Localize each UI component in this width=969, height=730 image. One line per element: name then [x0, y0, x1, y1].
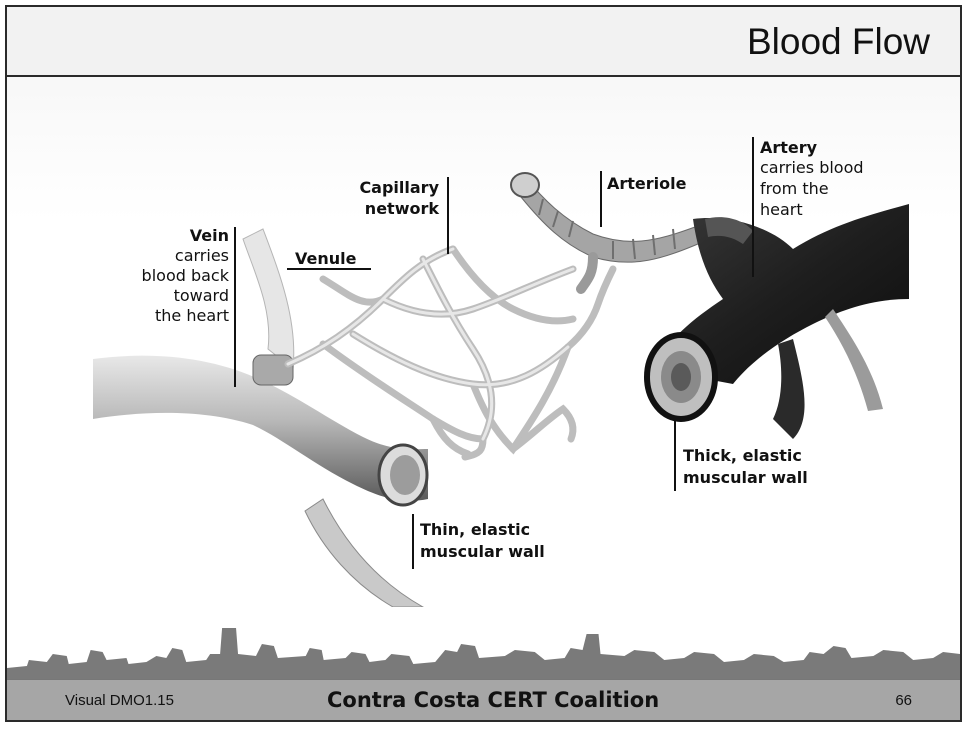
artery-description-line-3: heart: [760, 200, 803, 219]
blood-vessel-diagram: Vein carries blood back toward the heart…: [93, 119, 909, 607]
blood-vessel-illustration: Vein carries blood back toward the heart…: [93, 119, 909, 607]
footer-visual-code: Visual DMO1.15: [65, 692, 174, 709]
vein-title-label: Vein: [190, 226, 229, 245]
footer-page-number: 66: [895, 692, 912, 709]
vein-vessel: [93, 229, 428, 607]
title-bar: Blood Flow: [7, 7, 960, 77]
vein-description-line-2: blood back: [142, 266, 230, 285]
artery-title-label: Artery: [760, 138, 818, 157]
venule-label: Venule: [295, 249, 357, 268]
slide: Blood Flow: [5, 5, 962, 722]
slide-footer: Visual DMO1.15 Contra Costa CERT Coaliti…: [7, 679, 960, 720]
slide-title: Blood Flow: [747, 21, 930, 63]
vein-description-line-4: the heart: [155, 306, 229, 325]
capillary-label-line-2: network: [365, 199, 440, 218]
thin-wall-label-line-1: Thin, elastic: [420, 520, 530, 539]
footer-organization-name: Contra Costa CERT Coalition: [327, 688, 659, 712]
vein-description-line-3: toward: [174, 286, 229, 305]
thin-wall-label-line-2: muscular wall: [420, 542, 545, 561]
thick-wall-label-line-2: muscular wall: [683, 468, 808, 487]
capillary-label-line-1: Capillary: [359, 178, 439, 197]
artery-description-line-1: carries blood: [760, 158, 864, 177]
arteriole-label: Arteriole: [607, 174, 687, 193]
city-skyline-graphic: [7, 610, 960, 680]
artery-description-line-2: from the: [760, 179, 829, 198]
thick-wall-label-line-1: Thick, elastic: [683, 446, 802, 465]
vein-description-line-1: carries: [175, 246, 229, 265]
